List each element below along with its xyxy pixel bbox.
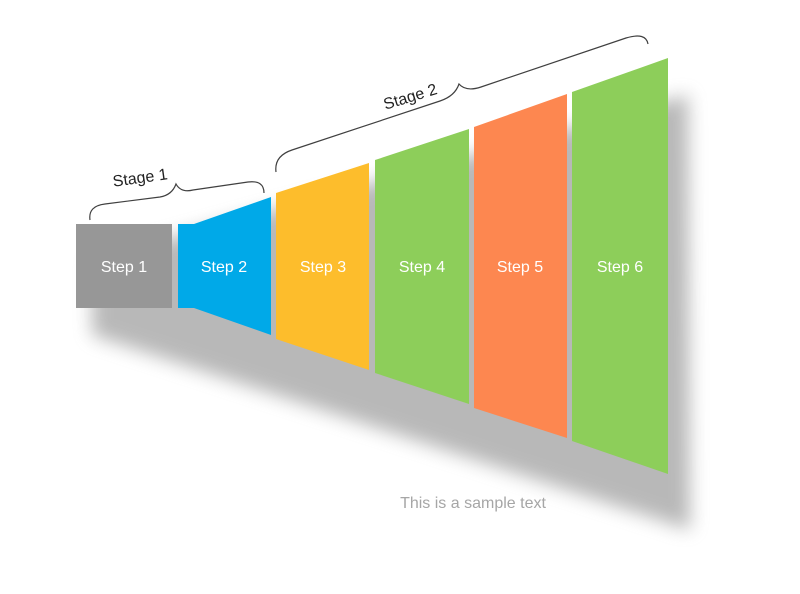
step-labels: Step 1 Step 2 Step 3 Step 4 Step 5 Step … bbox=[101, 259, 643, 276]
steps-group bbox=[76, 58, 668, 474]
step-4-shape bbox=[375, 129, 469, 404]
step-1-label: Step 1 bbox=[101, 259, 147, 276]
step-6-label: Step 6 bbox=[597, 259, 643, 276]
sample-caption: This is a sample text bbox=[400, 495, 546, 512]
step-2-shape bbox=[178, 197, 271, 335]
step-5-label: Step 5 bbox=[497, 259, 543, 276]
step-6-shape bbox=[572, 58, 668, 474]
step-3-shape bbox=[276, 163, 369, 370]
stage-1-brace bbox=[89, 181, 265, 221]
stage-1-label: Stage 1 bbox=[112, 166, 169, 191]
step-1-shape bbox=[76, 224, 172, 308]
stage-2-brace bbox=[275, 35, 649, 173]
stage-2-label: Stage 2 bbox=[382, 81, 440, 113]
step-4-label: Step 4 bbox=[399, 259, 445, 276]
step-2-label: Step 2 bbox=[201, 259, 247, 276]
step-3-label: Step 3 bbox=[300, 259, 346, 276]
step-5-shape bbox=[474, 94, 567, 438]
